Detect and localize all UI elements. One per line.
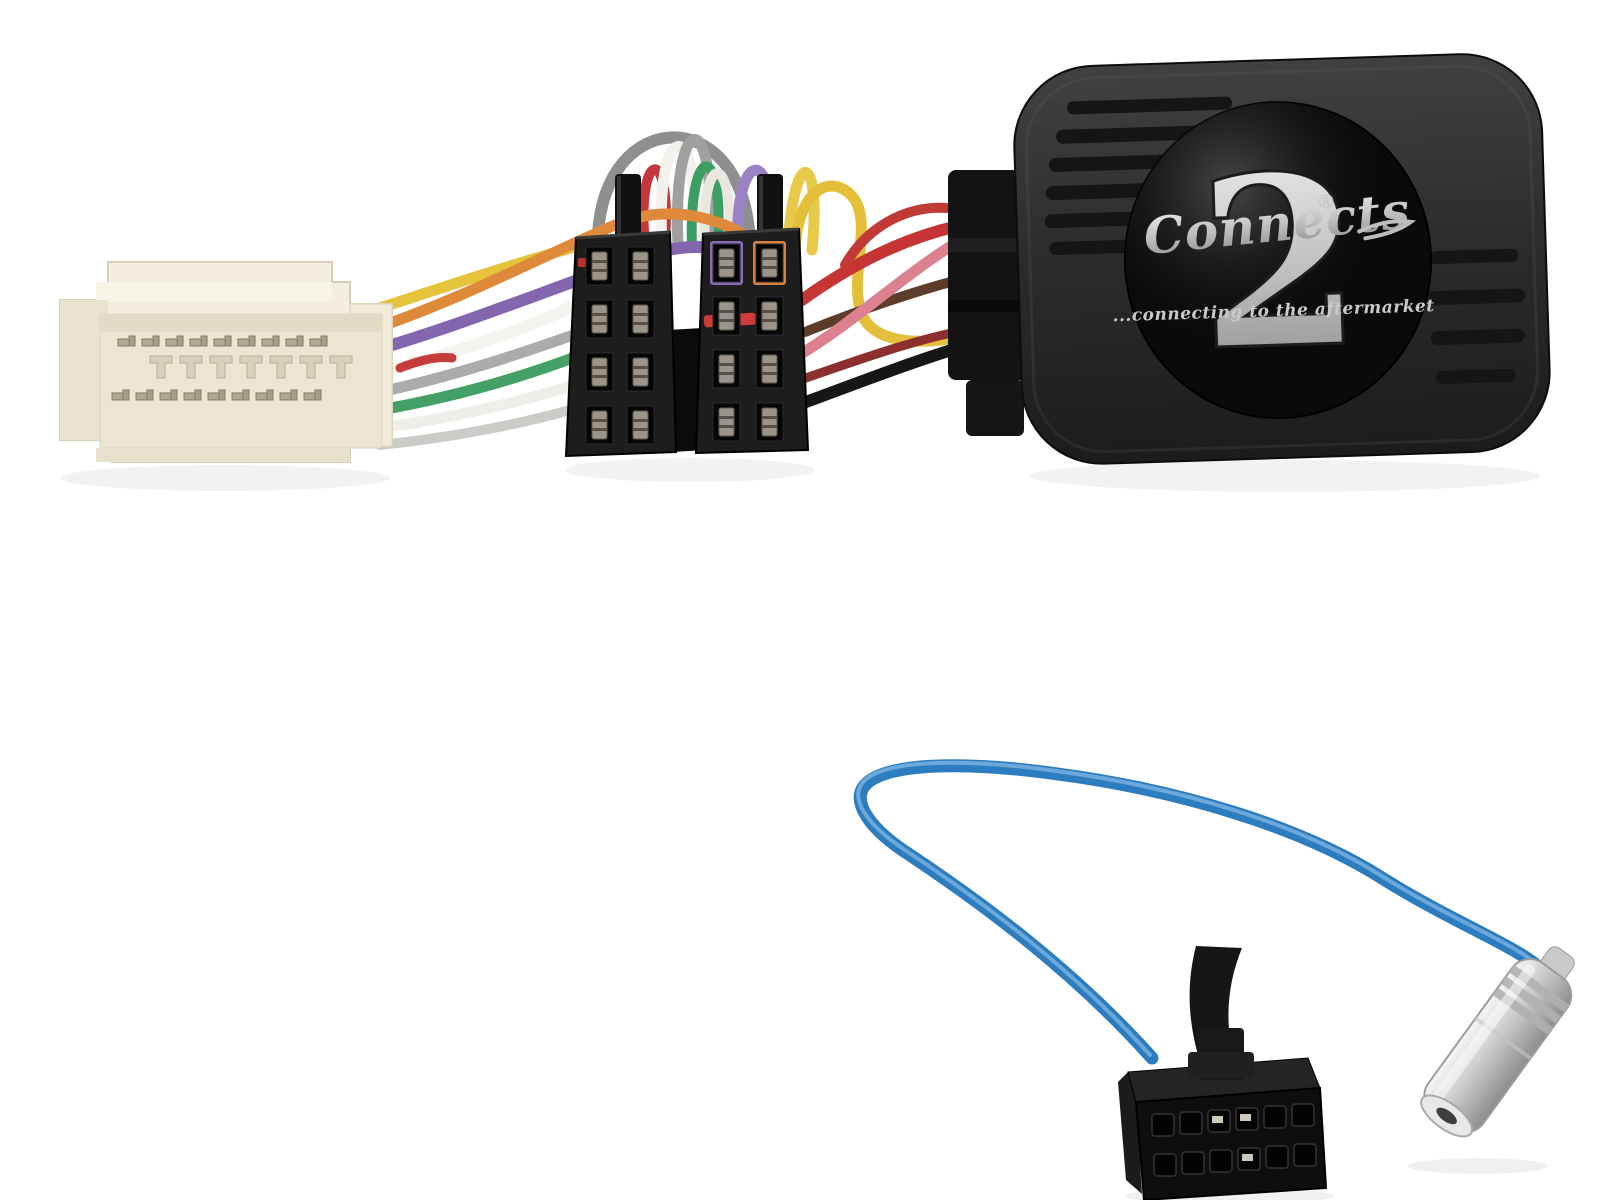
- pin: [632, 410, 649, 440]
- logo-disc-gloss: [1124, 102, 1432, 419]
- molex-latch-base: [1188, 1052, 1254, 1078]
- wire-black: [800, 342, 964, 408]
- din-antenna-connector: [1420, 946, 1575, 1138]
- vehicle-connector-shoulder: [96, 282, 332, 302]
- iso-right-top-edge: [702, 227, 800, 236]
- pin: [718, 301, 735, 331]
- iso-stub-highlight: [617, 176, 621, 236]
- box-ribs-bottom-right: [1427, 248, 1526, 384]
- pin: [632, 357, 649, 387]
- pin-hole: [1263, 1105, 1287, 1129]
- wire-yellow-loop: [782, 167, 820, 256]
- iso-stub-right: [757, 174, 783, 240]
- wire-dark-red: [795, 327, 961, 385]
- iso-left-top-edge: [575, 230, 671, 240]
- vehicle-connector-cavity: [99, 313, 383, 449]
- vehicle-connector-lip: [96, 448, 350, 462]
- vehicle-connector: [59, 261, 393, 463]
- pin-hole: [1265, 1145, 1289, 1169]
- molex-metal-contact: [1212, 1116, 1223, 1123]
- wire-red: [796, 220, 964, 306]
- box-socket-groove-2: [948, 300, 1040, 312]
- iso-connector-pair: [564, 174, 810, 458]
- vehicle-connector-cavity-shade: [100, 314, 382, 332]
- wire-grey-2: [375, 405, 575, 450]
- box-inner-highlight: [1024, 64, 1540, 454]
- pin: [591, 304, 608, 334]
- shadow-iso: [565, 458, 815, 482]
- interface-box: 2 Connects ® ...connecting to the afterm…: [1013, 53, 1551, 465]
- pin: [761, 354, 778, 384]
- pin: [632, 251, 649, 281]
- soft-shadows: [60, 458, 1548, 1200]
- pin-hole: [1151, 1113, 1175, 1137]
- logo-numeral: 2: [1194, 122, 1366, 403]
- wire-red-short: [395, 353, 457, 373]
- pin: [718, 407, 735, 437]
- molex-metal-contact: [1242, 1154, 1253, 1161]
- molex-12pin-connector: [1118, 1028, 1328, 1200]
- wire-brown: [800, 275, 963, 337]
- iso-stub-highlight-2: [759, 176, 763, 236]
- shadow-box: [1030, 460, 1540, 492]
- iso-left-slots: [585, 246, 655, 445]
- wire-orange: [376, 208, 766, 332]
- pin-hole: [1181, 1151, 1205, 1175]
- pin: [761, 407, 778, 437]
- wire-white-2: [374, 380, 578, 434]
- antenna-socket-hole: [1436, 1107, 1457, 1125]
- right-harness: [789, 180, 981, 408]
- patch-lead-highlight: [856, 760, 1548, 1057]
- wire-green: [374, 350, 584, 416]
- pin: [632, 304, 649, 334]
- antenna-patch-lead: [853, 759, 1575, 1200]
- pin-hole: [1153, 1153, 1177, 1177]
- pin-hole: [1291, 1103, 1315, 1127]
- pin-hole: [1293, 1143, 1317, 1167]
- pin: [718, 354, 735, 384]
- iso-stub-left: [615, 174, 641, 240]
- pin: [591, 251, 608, 281]
- molex-metal-contact: [1240, 1114, 1251, 1121]
- iso-right-slots: [712, 243, 784, 442]
- pin: [761, 301, 778, 331]
- pin: [591, 357, 608, 387]
- box-socket-stub: [966, 380, 1024, 436]
- pin: [761, 248, 778, 278]
- shadow-antenna: [1408, 1158, 1548, 1174]
- wire-red-top: [840, 202, 967, 270]
- pin: [718, 248, 735, 278]
- pin-hole: [1179, 1111, 1203, 1135]
- antenna-highlight: [1431, 964, 1536, 1104]
- pin-hole: [1209, 1149, 1233, 1173]
- logo-registered-mark: ®: [1316, 189, 1337, 214]
- wire-grey: [374, 328, 582, 398]
- connects2-logo: 2 Connects ® ...connecting to the afterm…: [1112, 101, 1435, 420]
- pin: [591, 410, 608, 440]
- logo-swash: [1357, 219, 1417, 241]
- shadow-vehicle-connector: [60, 465, 390, 491]
